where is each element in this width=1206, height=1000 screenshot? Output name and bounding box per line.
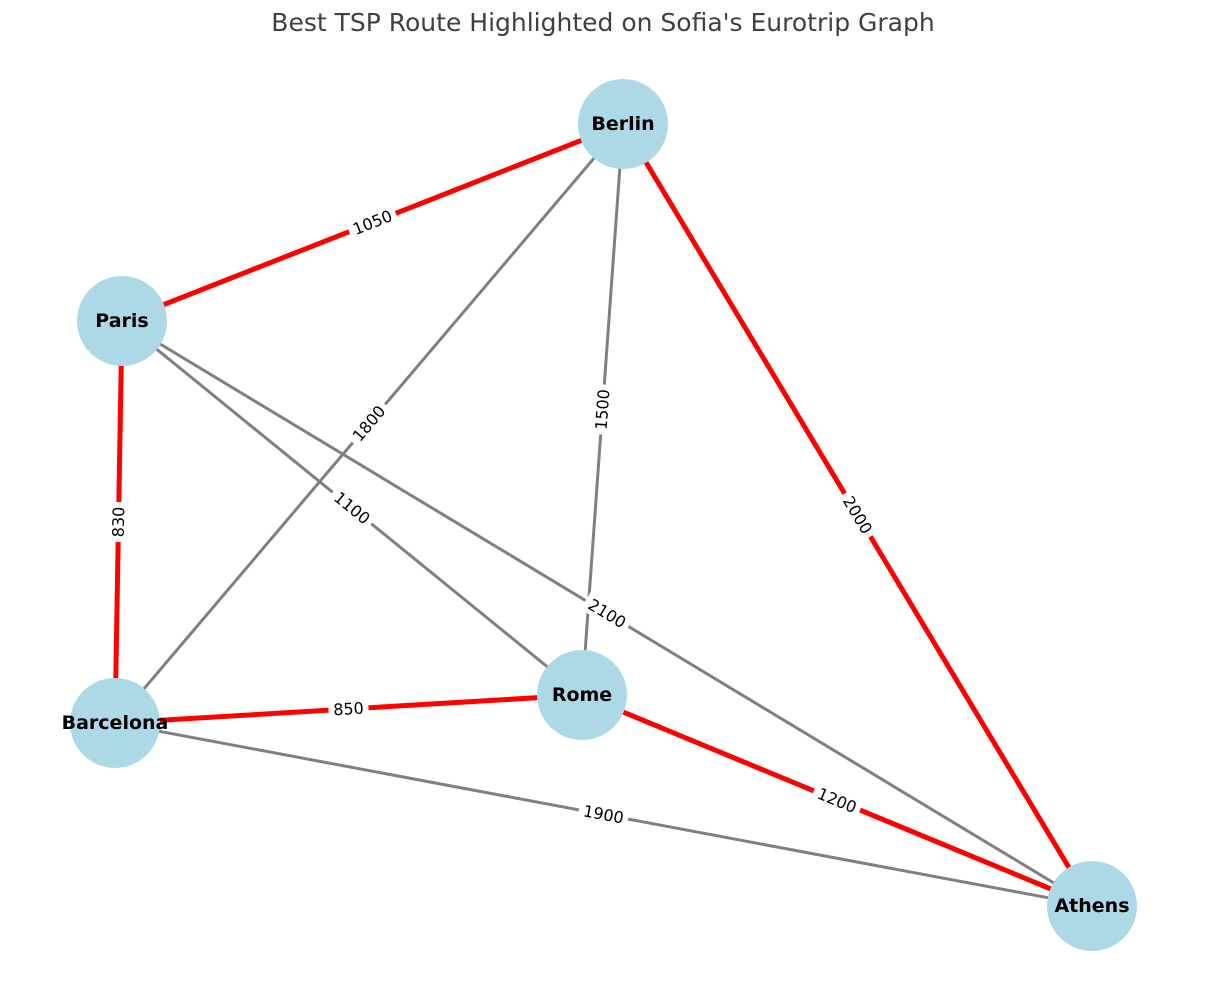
- chart-title: Best TSP Route Highlighted on Sofia's Eu…: [271, 8, 934, 37]
- edge-label-background: [326, 484, 378, 532]
- edge-label-background: [108, 501, 129, 543]
- edge-label-berlin-athens: 2000: [836, 488, 879, 542]
- node-label-rome: Rome: [552, 684, 612, 706]
- edge-label-rome-athens: 1200: [810, 781, 864, 820]
- node-label-paris: Paris: [95, 310, 148, 332]
- edge-label-background: [836, 488, 879, 542]
- edge-label-background: [345, 204, 400, 241]
- edge-label-paris-athens: 2100: [580, 592, 634, 635]
- edge-distance-label: 2100: [585, 595, 630, 632]
- edge-distance-label: 830: [109, 507, 129, 538]
- edge-label-barcelona-athens: 1900: [577, 800, 630, 829]
- edge-distance-label: 1500: [592, 389, 614, 431]
- edge-label-paris-barcelona: 830: [108, 501, 129, 543]
- node-label-barcelona: Barcelona: [62, 712, 169, 734]
- node-berlin: [578, 79, 668, 169]
- node-athens: [1047, 861, 1137, 951]
- edge-label-background: [580, 592, 634, 635]
- node-label-athens: Athens: [1054, 895, 1129, 917]
- edge-label-berlin-rome: 1500: [590, 383, 615, 436]
- edge-label-background: [590, 383, 615, 436]
- edge-label-background: [345, 397, 393, 450]
- edge-label-barcelona-rome: 850: [327, 697, 370, 721]
- node-rome: [537, 650, 627, 740]
- edge-label-paris-rome: 1100: [326, 484, 378, 532]
- edge-distance-label: 2000: [839, 493, 876, 538]
- edge-label-paris-berlin: 1050: [345, 204, 400, 241]
- edge-label-background: [577, 800, 630, 829]
- edge-labels-layer: 1050 2000 830 850 1200 1800 1500 1100 2100 1900: [108, 204, 879, 829]
- edge-distance-label: 850: [333, 699, 365, 720]
- node-label-berlin: Berlin: [591, 113, 654, 135]
- edge-label-background: [327, 697, 370, 721]
- edge-label-berlin-barcelona: 1800: [345, 397, 393, 450]
- edge-distance-label: 1900: [582, 801, 626, 827]
- edge-distance-label: 1200: [815, 784, 860, 817]
- edges-layer: [112, 121, 1095, 909]
- node-barcelona: [70, 678, 160, 768]
- edge-label-background: [810, 781, 864, 820]
- edge-distance-label: 1050: [350, 206, 395, 239]
- node-paris: [77, 276, 167, 366]
